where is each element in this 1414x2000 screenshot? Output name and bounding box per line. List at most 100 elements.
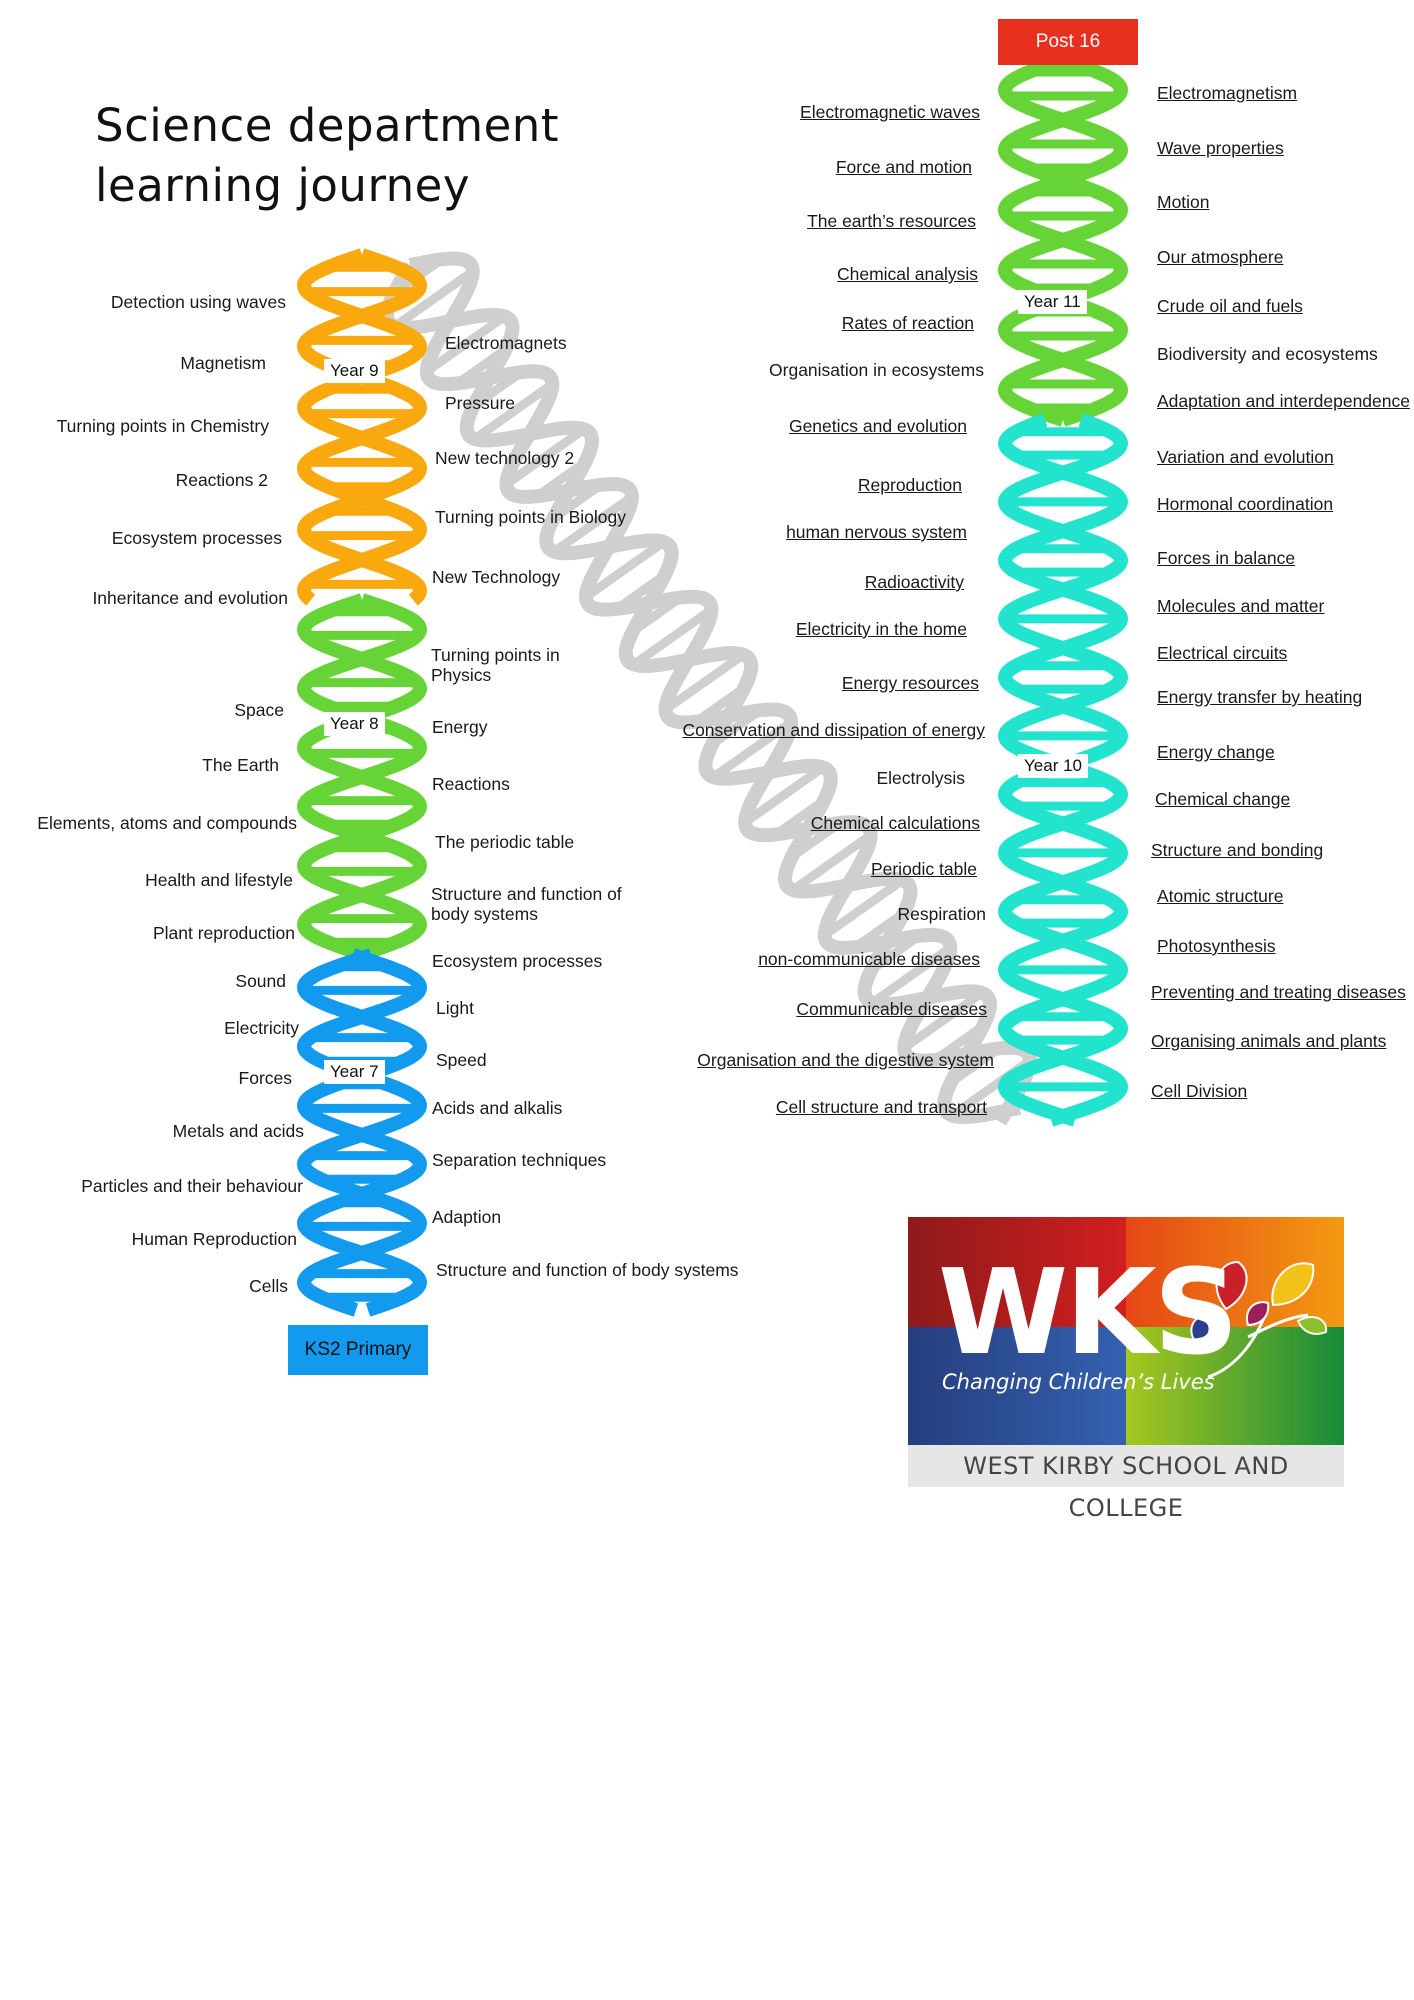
topic-label: Turning points in Chemistry bbox=[56, 416, 269, 436]
connector-helix bbox=[380, 251, 1037, 1126]
topic-label: Rates of reaction bbox=[841, 313, 974, 333]
year9-label: Year 9 bbox=[324, 359, 385, 383]
topic-label: Cell Division bbox=[1151, 1081, 1248, 1101]
topic-label: Separation techniques bbox=[432, 1150, 607, 1170]
topic-label: Acids and alkalis bbox=[432, 1098, 563, 1118]
year8-label: Year 8 bbox=[324, 712, 385, 736]
topic-label: Structure and function of body systems bbox=[436, 1260, 739, 1280]
topic-label: Metals and acids bbox=[172, 1121, 304, 1141]
connector-strand-b bbox=[408, 251, 1037, 1126]
topic-label: Structure and bonding bbox=[1151, 840, 1324, 860]
year8-helix-strand-b bbox=[296, 593, 428, 962]
topic-label: Ecosystem processes bbox=[111, 528, 282, 548]
topic-label: Light bbox=[436, 998, 474, 1018]
connector-helix-body bbox=[380, 251, 1037, 1126]
year11-helix-strand-b bbox=[997, 53, 1129, 427]
connector-rung bbox=[714, 720, 791, 779]
topic-label: Atomic structure bbox=[1157, 886, 1284, 906]
topic-label: Detection using waves bbox=[110, 292, 286, 312]
connector-strand-a bbox=[380, 261, 1022, 1125]
topic-label: Molecules and matter bbox=[1157, 596, 1325, 616]
logo-wordmark: WKS bbox=[938, 1243, 1239, 1381]
topic-label: Human Reproduction bbox=[131, 1229, 297, 1249]
topic-label: Speed bbox=[436, 1050, 487, 1070]
topic-label: Space bbox=[234, 700, 284, 720]
connector-rung bbox=[427, 315, 504, 373]
topic-label: Electromagnetism bbox=[1157, 83, 1298, 103]
topic-label: Structure and function of body systems bbox=[431, 884, 622, 924]
topic-label: Reproduction bbox=[857, 475, 962, 495]
topic-label: Adaptation and interdependence bbox=[1157, 391, 1410, 411]
logo-tagline: Changing Children’s Lives bbox=[942, 1370, 1215, 1394]
connector-rung bbox=[666, 653, 743, 711]
topic-label: Conservation and dissipation of energy bbox=[682, 720, 985, 740]
connector-rung bbox=[873, 946, 950, 1005]
topic-label: Ecosystem processes bbox=[432, 951, 603, 971]
school-logo: WKS Changing Children’s Lives WEST KIRBY… bbox=[908, 1217, 1344, 1522]
left-helix bbox=[296, 248, 428, 1317]
connector-rung bbox=[793, 833, 870, 892]
topic-label: Preventing and treating diseases bbox=[1151, 982, 1406, 1002]
topic-label: Periodic table bbox=[870, 859, 977, 879]
topic-label: Electricity in the home bbox=[795, 619, 967, 639]
logo-background bbox=[908, 1217, 1344, 1487]
topic-label: Elements, atoms and compounds bbox=[37, 813, 297, 833]
topic-label: Chemical analysis bbox=[836, 264, 978, 284]
topic-label: Organising animals and plants bbox=[1151, 1031, 1387, 1051]
topic-label: Variation and evolution bbox=[1157, 447, 1334, 467]
topic-label: Particles and their behaviour bbox=[81, 1176, 303, 1196]
connector-rung bbox=[475, 382, 552, 441]
topic-label: Hormonal coordination bbox=[1157, 494, 1334, 514]
topic-label: Organisation in ecosystems bbox=[769, 360, 984, 380]
logo-school-name: WEST KIRBY SCHOOL AND COLLEGE bbox=[963, 1452, 1289, 1522]
topic-label: Communicable diseases bbox=[796, 999, 987, 1019]
topic-label: Crude oil and fuels bbox=[1157, 296, 1303, 316]
topic-label: Inheritance and evolution bbox=[92, 588, 288, 608]
topic-label: New Technology bbox=[432, 567, 561, 587]
topic-label: Forces in balance bbox=[1157, 548, 1296, 568]
topic-label: Turning points in Biology bbox=[435, 507, 626, 527]
topic-label: Magnetism bbox=[180, 353, 266, 373]
topic-label: Electromagnetic waves bbox=[800, 102, 980, 122]
topic-label: human nervous system bbox=[786, 522, 967, 542]
post16-marker: Post 16 bbox=[998, 19, 1138, 65]
topic-label: Radioactivity bbox=[864, 572, 964, 592]
topic-label: Health and lifestyle bbox=[145, 870, 293, 890]
year11-label: Year 11 bbox=[1018, 290, 1087, 314]
topic-label: The periodic table bbox=[435, 832, 575, 852]
topic-label: The earth’s resources bbox=[807, 211, 976, 231]
topic-label: Electricity bbox=[224, 1018, 299, 1038]
topic-label: Electrolysis bbox=[876, 768, 966, 788]
topic-label: Photosynthesis bbox=[1157, 936, 1276, 956]
connector-rung bbox=[825, 878, 902, 937]
connector-rung bbox=[634, 608, 711, 666]
topic-label: Cells bbox=[249, 1276, 288, 1296]
topic-label: non-communicable diseases bbox=[758, 949, 980, 969]
topic-label: Motion bbox=[1157, 192, 1210, 212]
connector-rung bbox=[905, 991, 982, 1050]
topic-label: New technology 2 bbox=[435, 448, 575, 468]
topic-label: Reactions bbox=[432, 774, 510, 794]
topic-label: Chemical calculations bbox=[810, 813, 980, 833]
topic-label: Turning points in Physics bbox=[431, 645, 560, 685]
topic-label: Energy change bbox=[1157, 742, 1275, 762]
dna-helix-diagram bbox=[296, 53, 1129, 1317]
topic-label: Cell structure and transport bbox=[775, 1097, 987, 1117]
topic-label: Energy transfer by heating bbox=[1157, 687, 1363, 707]
topic-label: Electromagnets bbox=[445, 333, 567, 353]
topic-label: Forces bbox=[238, 1068, 292, 1088]
topic-label: Electrical circuits bbox=[1157, 643, 1288, 663]
connector-rung bbox=[586, 540, 664, 599]
right-helix bbox=[997, 53, 1129, 1127]
connector-rung bbox=[554, 495, 632, 554]
topic-label: Genetics and evolution bbox=[788, 416, 967, 436]
ks2-primary-marker: KS2 Primary bbox=[288, 1325, 428, 1375]
topic-label: Chemical change bbox=[1155, 789, 1291, 809]
topic-label: Organisation and the digestive system bbox=[697, 1050, 994, 1070]
connector-rung bbox=[745, 766, 823, 824]
year7-label: Year 7 bbox=[324, 1060, 385, 1084]
topic-label: Wave properties bbox=[1157, 138, 1284, 158]
topic-label: Force and motion bbox=[835, 157, 972, 177]
year7-helix-strand-b bbox=[296, 948, 428, 1317]
topic-label: The Earth bbox=[202, 755, 279, 775]
